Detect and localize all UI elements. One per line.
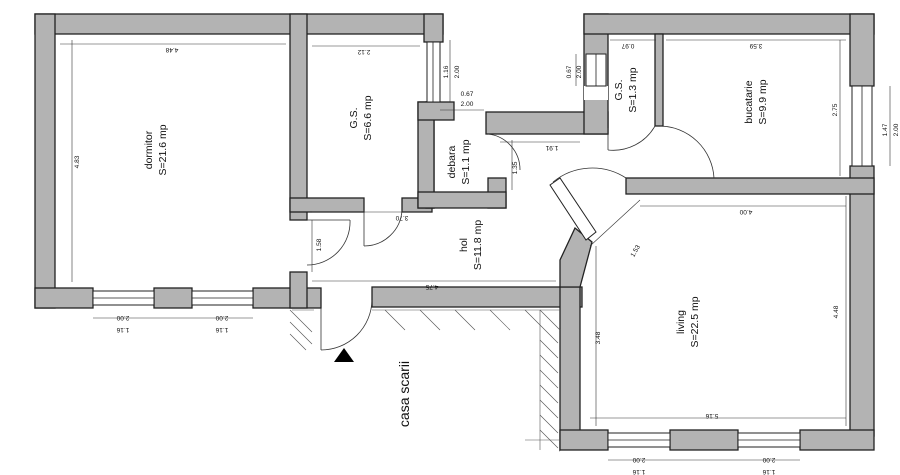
room-name-bucatarie: bucatarie [743,80,755,123]
wall-dormitor-bottom-3 [252,287,322,309]
wall-gs-bottom [289,197,365,213]
dim-living-height: 4.48 [833,305,840,318]
wall-living-bottom-1 [559,429,609,451]
wall-gs2-left-notch [584,86,608,100]
wall-left [34,13,56,309]
wall-dormitor-hol [289,271,308,309]
dim-dorm-win2-h: 2.00 [215,314,228,321]
stair-hatch [289,309,561,450]
dim-living-width: 4.00 [739,208,752,215]
wall-living-bottom-3 [799,429,875,451]
wall-dormitor-gs [289,13,308,221]
dim-gs2-door-h: 2.00 [576,65,583,78]
wall-top-left [34,13,444,35]
dim-bucatarie-height: 2.75 [832,103,839,116]
dim-dorm-win1-w: 1.16 [116,326,129,333]
dim-debara-door-h: 2.00 [461,101,474,108]
dim-debara-door-w: 0.67 [461,91,474,98]
wall-dormitor-bottom-2 [153,287,193,309]
room-name-dormitor: dormitor [143,130,155,169]
entrance-arrow-icon [334,348,354,362]
dimension-labels: 4.48 4.83 2.12 1.16 2.00 0.67 2.00 1.35 … [74,42,900,475]
dim-dorm-win1-h: 2.00 [116,314,129,321]
room-name-gs2: G.S. [613,79,625,100]
window-gs [426,41,441,103]
dim-hol-width1: 3.70 [395,214,408,221]
dim-living-bottom: 5.16 [705,412,718,419]
windows [92,41,873,448]
wall-debara-top [417,101,455,121]
room-area-gs2: S=1.3 mp [627,67,639,112]
dim-hol-door-h: 1.58 [316,238,323,251]
room-labels: dormitor S=21.6 mp G.S. S=6.6 mp debara … [143,67,769,427]
room-name-casa-scarii: casa scarii [396,361,412,427]
room-name-hol: hol [458,238,470,252]
room-area-gs1: S=6.6 mp [362,95,374,140]
room-area-dormitor: S=21.6 mp [157,124,169,175]
dim-gs2-door-w: 0.67 [566,65,573,78]
dim-gs1-window: 1.16 [443,65,450,78]
dim-gs1-window-h: 2.00 [454,65,461,78]
dim-gs1-width: 2.12 [357,48,370,55]
wall-living-diagonal [559,226,593,288]
wall-dormitor-bottom-1 [34,287,94,309]
room-name-living: living [675,310,687,334]
dim-hol-width2: 4.75 [425,283,438,290]
dim-dormitor-width: 4.48 [165,46,178,53]
dimension-lines [60,39,891,461]
living-door-leaf [549,177,597,241]
room-area-debara: S=1.1 mp [460,139,472,184]
wall-gs-right [423,13,444,43]
dim-dorm-win2-w: 1.16 [215,326,228,333]
dim-living-diag: 1.53 [630,244,643,259]
dim-liv-win2-h: 2.00 [762,456,775,463]
room-area-bucatarie: S=9.9 mp [757,79,769,124]
wall-hol-bottom-right [371,286,583,308]
dim-debara-height: 1.35 [512,161,519,174]
wall-right-upper [849,13,875,87]
wall-bucatarie-bottom [625,177,875,195]
dim-dormitor-height: 4.83 [74,155,81,168]
dim-bucatarie-window-h: 2.00 [893,123,900,136]
wall-right-mid [849,165,875,437]
wall-living-left [559,286,581,452]
dim-liv-win2-w: 1.16 [762,468,775,475]
room-area-living: S=22.5 mp [689,296,701,347]
dim-gs2-width: 0.97 [621,42,634,49]
dim-living-left: 3.48 [595,331,602,344]
wall-top-right [583,13,875,35]
room-name-gs1: G.S. [348,107,360,128]
room-area-hol: S=11.8 mp [472,220,484,270]
dim-bucatarie-window-w: 1.47 [882,123,889,136]
wall-gs2-bucatarie [654,33,664,127]
doors [306,125,715,351]
room-name-debara: debara [446,145,458,178]
dim-liv-win1-h: 2.00 [632,456,645,463]
wall-living-bottom-2 [669,429,739,451]
wall-debara-bottom [417,191,507,209]
dim-corridor-upper: 1.91 [545,144,558,151]
dim-liv-win1-w: 1.16 [632,468,645,475]
walls [34,13,875,452]
dim-bucatarie-width: 3.59 [749,42,762,49]
